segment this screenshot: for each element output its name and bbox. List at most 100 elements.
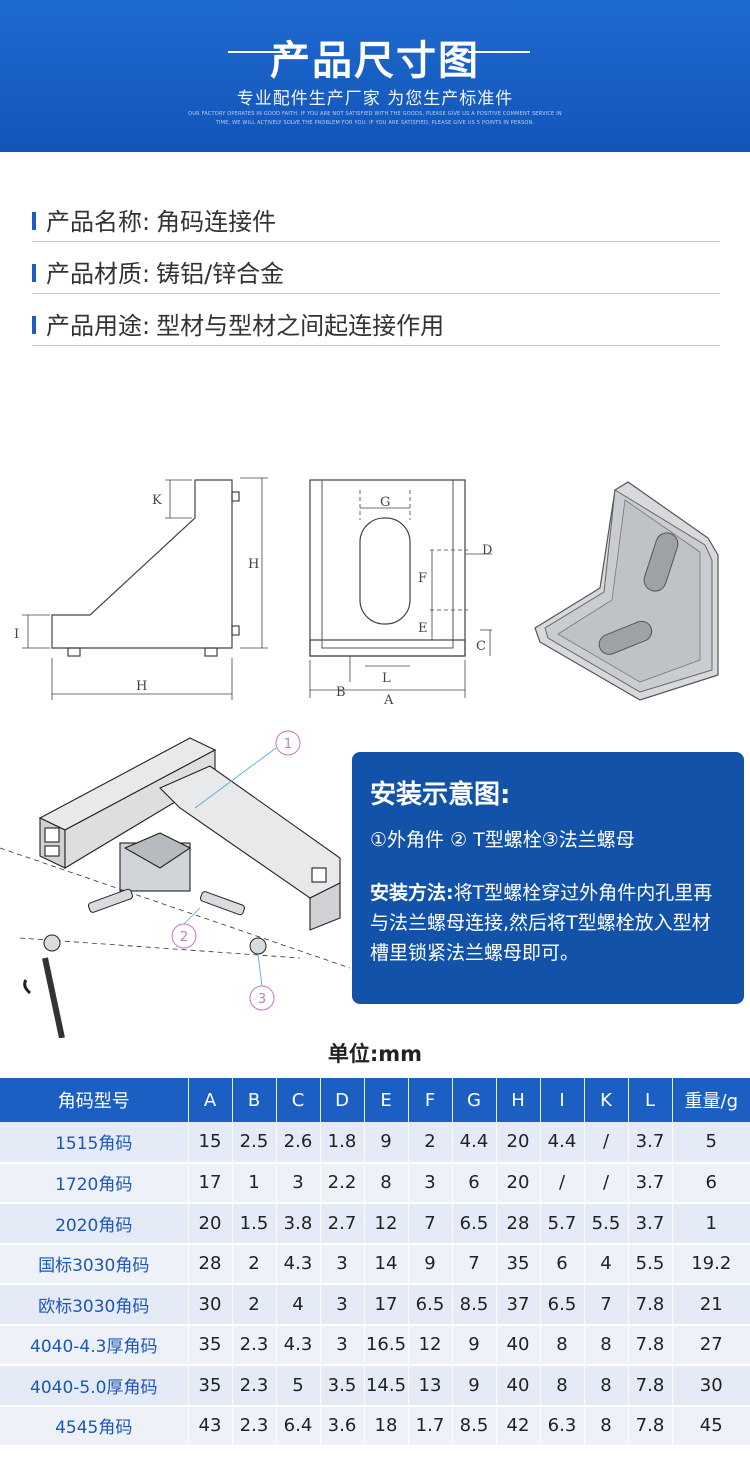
accent-bar bbox=[32, 316, 36, 334]
value-cell: 40 bbox=[496, 1324, 541, 1366]
value-cell: 3.7 bbox=[628, 1203, 673, 1245]
value-cell: / bbox=[584, 1162, 629, 1204]
value-cell: 6.3 bbox=[540, 1405, 585, 1447]
value-cell: 13 bbox=[408, 1365, 453, 1407]
value-cell: 3.7 bbox=[628, 1162, 673, 1204]
value-cell: 7 bbox=[452, 1243, 497, 1285]
value-cell: 2.2 bbox=[320, 1162, 365, 1204]
value-cell: 3.7 bbox=[628, 1122, 673, 1164]
value-cell: 8 bbox=[540, 1365, 585, 1407]
model-cell: 2020角码 bbox=[0, 1203, 189, 1245]
product-info: 产品名称:角码连接件 产品材质:铸铝/锌合金 产品用途:型材与型材之间起连接作用 bbox=[32, 190, 720, 346]
value-cell: 1.7 bbox=[408, 1405, 453, 1447]
value-cell: 8 bbox=[584, 1405, 629, 1447]
value-cell: / bbox=[584, 1122, 629, 1164]
table-header: I bbox=[540, 1078, 585, 1122]
info-value: 型材与型材之间起连接作用 bbox=[156, 312, 445, 340]
install-instructions-box: 安装示意图: ①外角件 ② T型螺栓③法兰螺母 安装方法:将T型螺栓穿过外角件内… bbox=[352, 752, 744, 1004]
value-cell: 12 bbox=[408, 1324, 453, 1366]
value-cell: 4.3 bbox=[276, 1243, 321, 1285]
value-cell: 3 bbox=[320, 1324, 365, 1366]
model-cell: 欧标3030角码 bbox=[0, 1284, 189, 1326]
value-cell: 28 bbox=[188, 1243, 233, 1285]
assembly-illustration: 1 2 3 bbox=[0, 730, 350, 1038]
value-cell: 2.3 bbox=[232, 1405, 277, 1447]
title-rule-right bbox=[468, 51, 530, 53]
model-cell: 国标3030角码 bbox=[0, 1243, 189, 1285]
install-heading: 安装示意图: bbox=[370, 780, 511, 810]
value-cell: 37 bbox=[496, 1284, 541, 1326]
value-cell: 7 bbox=[408, 1203, 453, 1245]
table-header: F bbox=[408, 1078, 453, 1122]
banner-subtitle: 专业配件生产厂家 为您生产标准件 bbox=[236, 89, 514, 109]
banner-fineprint: OUR FACTORY OPERATES IN GOOD FAITH. IF Y… bbox=[188, 111, 562, 126]
dim-label-i: I bbox=[14, 627, 19, 642]
dim-label-f: F bbox=[418, 571, 427, 586]
value-cell: 6 bbox=[452, 1162, 497, 1204]
accent-bar bbox=[32, 264, 36, 282]
value-cell: 35 bbox=[188, 1324, 233, 1366]
callout-2: 2 bbox=[180, 930, 188, 945]
value-cell: 20 bbox=[496, 1122, 541, 1164]
value-cell: 14 bbox=[364, 1243, 409, 1285]
info-row-material: 产品材质:铸铝/锌合金 bbox=[32, 242, 720, 294]
value-cell: 4.3 bbox=[276, 1324, 321, 1366]
value-cell: 20 bbox=[188, 1203, 233, 1245]
value-cell: 3 bbox=[276, 1162, 321, 1204]
info-row-name: 产品名称:角码连接件 bbox=[32, 190, 720, 242]
value-cell: 8 bbox=[584, 1324, 629, 1366]
table-header: L bbox=[628, 1078, 673, 1122]
value-cell: 6 bbox=[672, 1162, 750, 1204]
value-cell: 5.5 bbox=[584, 1203, 629, 1245]
value-cell: 6.4 bbox=[276, 1405, 321, 1447]
table-header: C bbox=[276, 1078, 321, 1122]
value-cell: / bbox=[540, 1162, 585, 1204]
value-cell: 1.8 bbox=[320, 1122, 365, 1164]
accent-bar bbox=[32, 212, 36, 230]
model-cell: 1720角码 bbox=[0, 1162, 189, 1204]
table-header: E bbox=[364, 1078, 409, 1122]
value-cell: 4.4 bbox=[540, 1122, 585, 1164]
value-cell: 3.8 bbox=[276, 1203, 321, 1245]
header-banner: 产品尺寸图 专业配件生产厂家 为您生产标准件 OUR FACTORY OPERA… bbox=[0, 0, 750, 152]
info-label: 产品名称: bbox=[46, 208, 151, 236]
value-cell: 5.7 bbox=[540, 1203, 585, 1245]
value-cell: 6.5 bbox=[408, 1284, 453, 1326]
value-cell: 9 bbox=[408, 1243, 453, 1285]
callout-3: 3 bbox=[258, 992, 266, 1007]
value-cell: 9 bbox=[452, 1365, 497, 1407]
value-cell: 5 bbox=[672, 1122, 750, 1164]
dim-label-h-right: H bbox=[248, 557, 259, 572]
install-parts: ①外角件 ② T型螺栓③法兰螺母 bbox=[370, 829, 635, 851]
dim-label-l: L bbox=[382, 671, 391, 686]
value-cell: 8.5 bbox=[452, 1284, 497, 1326]
value-cell: 3.6 bbox=[320, 1405, 365, 1447]
info-row-usage: 产品用途:型材与型材之间起连接作用 bbox=[32, 294, 720, 346]
value-cell: 27 bbox=[672, 1324, 750, 1366]
info-label: 产品材质: bbox=[46, 260, 151, 288]
value-cell: 6 bbox=[540, 1243, 585, 1285]
model-cell: 1515角码 bbox=[0, 1122, 189, 1164]
page-title: 产品尺寸图 bbox=[270, 38, 480, 84]
value-cell: 3.5 bbox=[320, 1365, 365, 1407]
unit-label: 单位:mm bbox=[327, 1042, 423, 1066]
table-header: K bbox=[584, 1078, 629, 1122]
value-cell: 7.8 bbox=[628, 1405, 673, 1447]
title-row: 产品尺寸图 bbox=[0, 28, 750, 84]
value-cell: 30 bbox=[188, 1284, 233, 1326]
value-cell: 4 bbox=[584, 1243, 629, 1285]
value-cell: 8.5 bbox=[452, 1405, 497, 1447]
value-cell: 8 bbox=[584, 1365, 629, 1407]
value-cell: 2 bbox=[408, 1122, 453, 1164]
model-cell: 4545角码 bbox=[0, 1405, 189, 1447]
side-view-labels: K H I H bbox=[14, 493, 259, 694]
model-cell: 4040-4.3厚角码 bbox=[0, 1324, 189, 1366]
value-cell: 4 bbox=[276, 1284, 321, 1326]
value-cell: 2 bbox=[232, 1284, 277, 1326]
front-view-labels: G D F E C L B A bbox=[336, 495, 492, 708]
value-cell: 2.6 bbox=[276, 1122, 321, 1164]
